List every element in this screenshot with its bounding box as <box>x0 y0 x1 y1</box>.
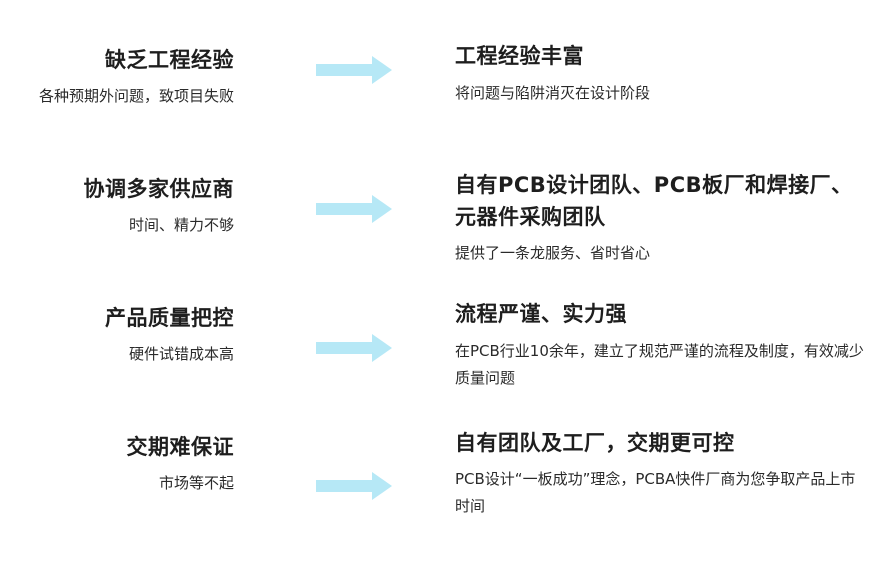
problem-description: 市场等不起 <box>158 474 234 492</box>
problem-description: 硬件试错成本高 <box>128 345 234 363</box>
solution-description: 在PCB行业10余年，建立了规范严谨的流程及制度，有效减少质量问题 <box>455 342 864 387</box>
solution-title: 流程严谨、实力强 <box>455 302 627 326</box>
solution-title: 自有团队及工厂，交期更可控 <box>455 431 735 455</box>
solution-title: 工程经验丰富 <box>455 44 584 68</box>
problem-title: 缺乏工程经验 <box>105 48 234 72</box>
solution-title: 自有PCB设计团队、PCB板厂和焊接厂、元器件采购团队 <box>455 173 853 229</box>
problem-description: 时间、精力不够 <box>128 216 234 234</box>
solution-description: 将问题与陷阱消灭在设计阶段 <box>455 84 651 102</box>
right-arrow-icon <box>316 334 392 362</box>
right-arrow-icon <box>316 56 392 84</box>
problem-title: 产品质量把控 <box>105 306 234 330</box>
problem-title: 协调多家供应商 <box>83 177 234 201</box>
problem-title: 交期难保证 <box>126 435 234 459</box>
right-arrow-icon <box>316 195 392 223</box>
solution-description: PCB设计“一板成功”理念，PCBA快件厂商为您争取产品上市时间 <box>455 470 856 515</box>
right-arrow-icon <box>316 472 392 500</box>
problem-description: 各种预期外问题，致项目失败 <box>38 87 234 105</box>
solution-description: 提供了一条龙服务、省时省心 <box>455 244 651 262</box>
